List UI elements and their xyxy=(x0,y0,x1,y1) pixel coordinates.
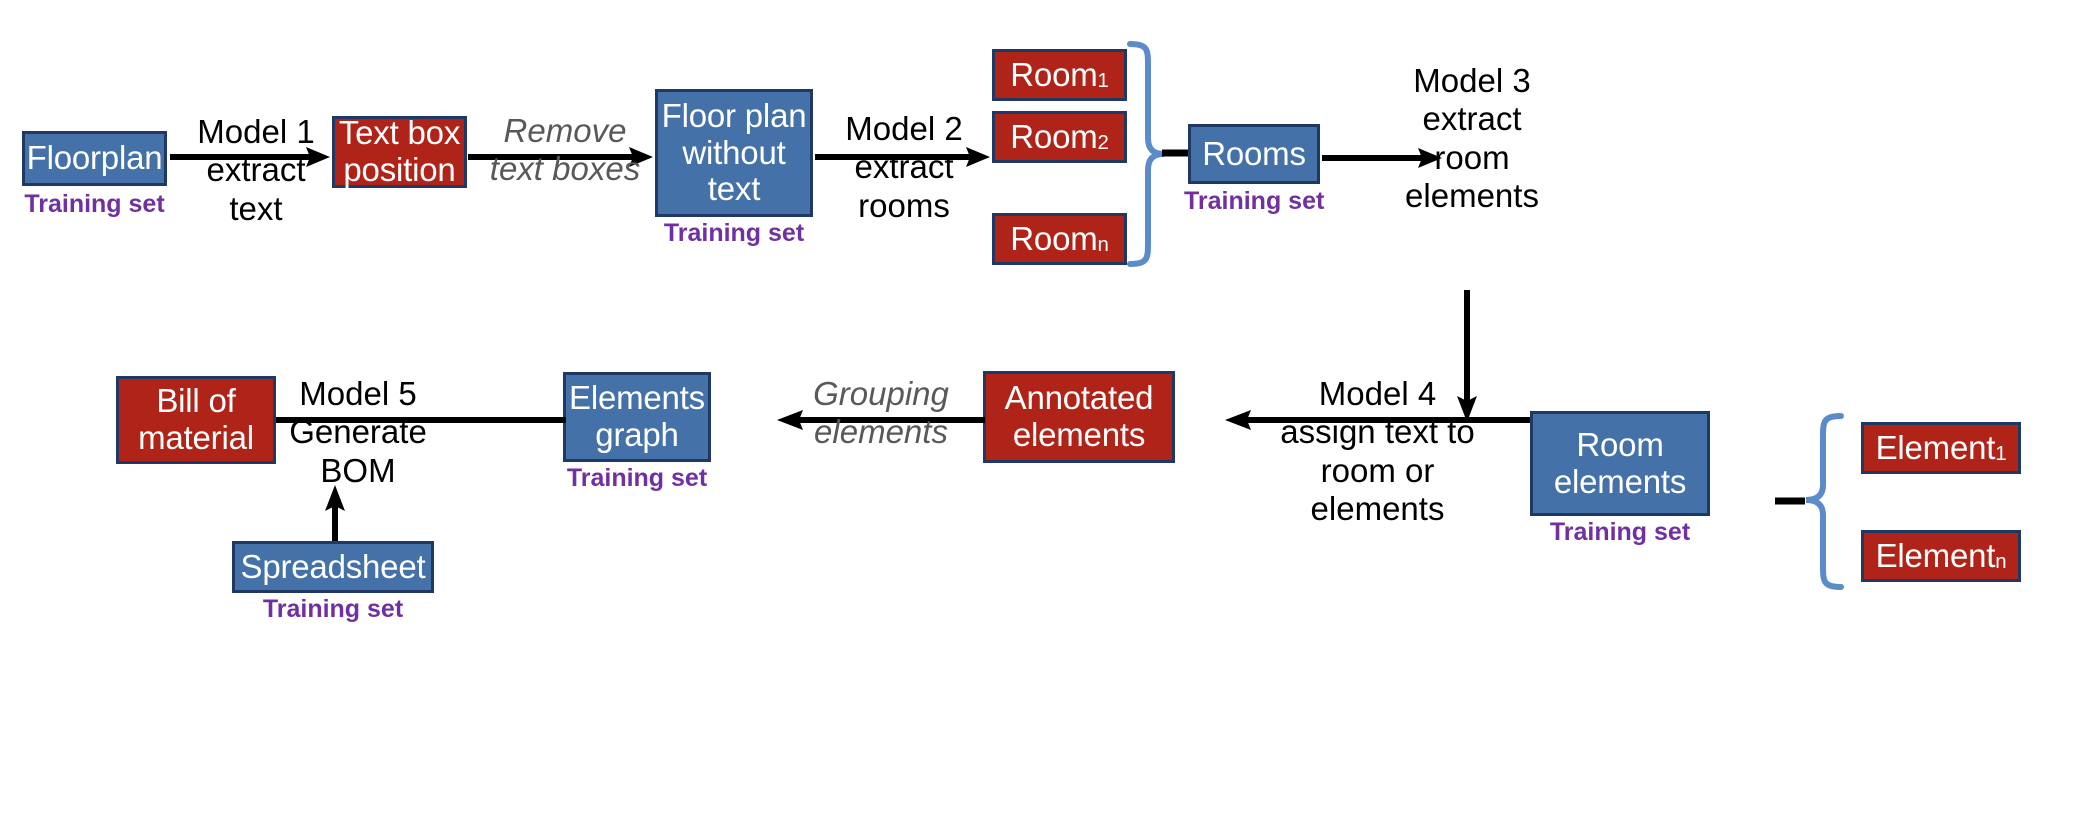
edge-label-model-1: Model 1 extract text xyxy=(197,113,315,227)
node-floorplan[interactable]: Floorplan xyxy=(22,131,167,186)
arrow-model-4 xyxy=(1225,408,1530,432)
edge-label-grouping-elements: Grouping elements xyxy=(813,375,949,451)
edge-label-remove-text-boxes: Remove text boxes xyxy=(489,112,641,188)
arrow-remove-text-boxes xyxy=(468,145,653,169)
node-rooms[interactable]: Rooms xyxy=(1188,124,1320,184)
edge-label-model-4: Model 4 assign text to room or elements xyxy=(1280,375,1475,527)
arrow-grouping-elements xyxy=(777,408,985,432)
brace-elements-group xyxy=(1798,413,1844,591)
node-floor-plan-without-text[interactable]: Floor plan without text xyxy=(655,89,813,217)
node-room-2-label: Room xyxy=(1010,117,1098,155)
caption-elements-graph-training-set: Training set xyxy=(566,464,708,492)
edge-label-model-5: Model 5 Generate BOM xyxy=(289,375,427,489)
node-room-1-label: Room xyxy=(1010,55,1098,93)
node-element-n-label: Element xyxy=(1875,536,1996,574)
caption-floor-plan-without-text-training-set: Training set xyxy=(663,219,805,247)
caption-rooms-training-set: Training set xyxy=(1184,187,1325,215)
node-elements-graph[interactable]: Elements graph xyxy=(563,372,711,462)
connector-room-elements-to-brace xyxy=(1775,496,1805,506)
node-room-elements[interactable]: Room elements xyxy=(1530,411,1710,516)
caption-room-elements-training-set: Training set xyxy=(1549,518,1691,546)
caption-spreadsheet-training-set: Training set xyxy=(262,595,404,623)
edge-label-model-2: Model 2 extract rooms xyxy=(845,110,963,224)
edge-label-model-3: Model 3 extract room elements xyxy=(1405,62,1539,214)
node-element-1-label: Element xyxy=(1875,428,1996,466)
connector-rooms-brace-to-rooms xyxy=(1162,148,1192,158)
node-bill-of-material[interactable]: Bill of material xyxy=(116,376,276,464)
node-spreadsheet[interactable]: Spreadsheet xyxy=(232,541,434,593)
arrow-model-3-down xyxy=(1455,290,1479,422)
node-annotated-elements[interactable]: Annotated elements xyxy=(983,371,1175,463)
arrow-model-3-horizontal xyxy=(1322,146,1442,170)
caption-floorplan-training-set: Training set xyxy=(24,190,165,218)
node-room-n-label: Room xyxy=(1010,219,1098,257)
arrow-model-2 xyxy=(815,145,990,169)
arrow-model-1 xyxy=(170,145,330,169)
node-text-box-position[interactable]: Text box position xyxy=(332,114,467,188)
